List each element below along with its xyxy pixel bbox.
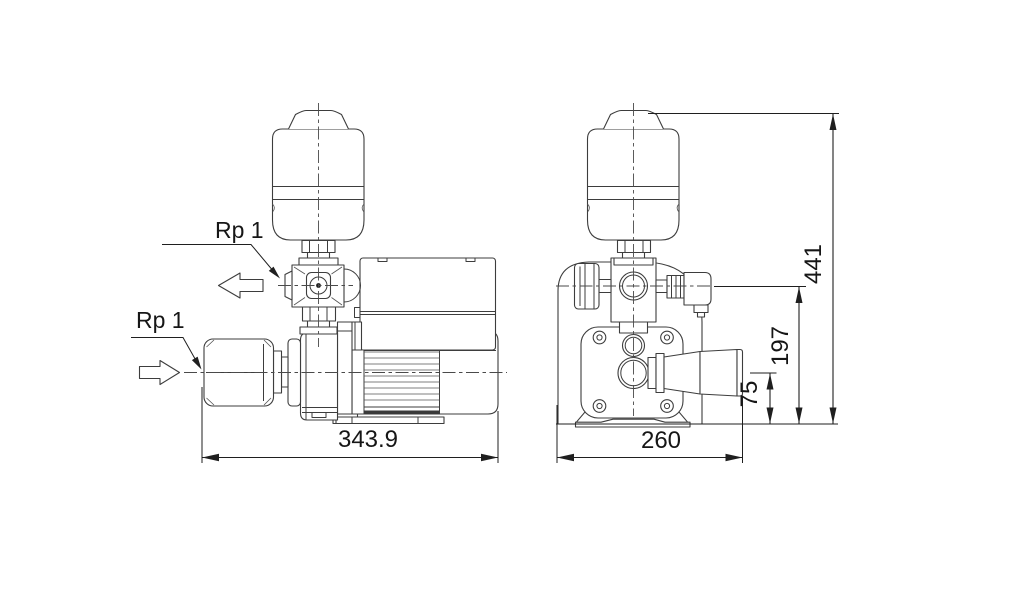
total-height-value: 441 [800,244,827,284]
pump-casing [299,332,339,421]
overall-length-value: 343.9 [338,426,398,453]
inlet-height-value: 75 [736,381,763,408]
dim-inlet-height: 75 [736,372,777,424]
base-feet-front [574,411,691,428]
outlet-port-label: Rp 1 [215,217,264,243]
dim-total-height: 441 [648,113,839,424]
leader-arrowhead [268,266,280,279]
pump-head-front [580,326,684,419]
side-view: Rp 1 Rp 1 343.9 [131,103,507,463]
leader-arrowhead [191,356,202,370]
outlet-height-value: 197 [767,326,794,366]
control-box [354,257,497,351]
outlet-elbow [683,271,712,306]
dim-overall-width: 260 [556,396,743,463]
overall-width-value: 260 [641,427,681,454]
front-view: 260 75 197 441 [556,103,839,463]
inlet-union-nut [272,350,283,394]
inlet-flow-arrow [138,359,181,386]
label-outlet-rp1: Rp 1 [162,217,280,279]
label-inlet-rp1: Rp 1 [131,307,202,370]
non-return-valve [284,239,361,328]
base-plate-side [335,416,445,425]
bolt [592,330,674,413]
inlet-cone [647,348,744,397]
motor-base-band [364,410,440,414]
inlet-port-label: Rp 1 [136,307,185,333]
outlet-flow-arrow [217,272,264,299]
dim-overall-length: 343.9 [201,387,499,463]
dim-outlet-height: 197 [714,286,806,424]
suction-stub [280,356,289,388]
